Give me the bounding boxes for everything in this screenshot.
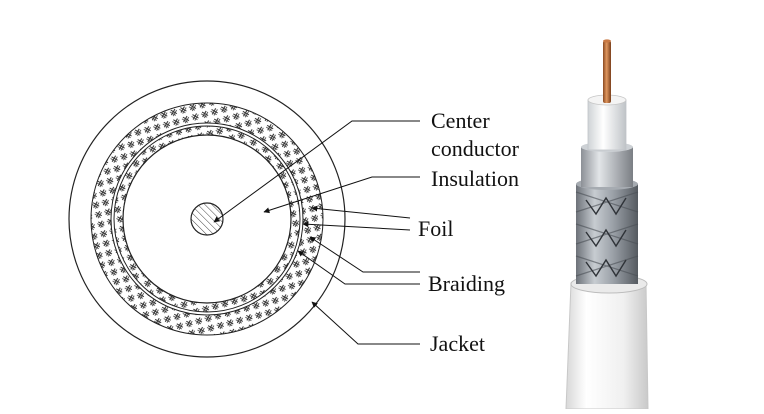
leader-braiding-2 [297, 250, 420, 285]
label-foil: Foil [418, 216, 454, 241]
label-center-conductor-line1: Center [431, 108, 490, 133]
leader-center-conductor [213, 120, 420, 223]
leader-braiding-1 [309, 236, 420, 273]
cable-insulation [587, 99, 627, 151]
cross-section [68, 80, 346, 358]
label-braiding: Braiding [428, 271, 505, 296]
label-center-conductor-line2: conductor [431, 136, 519, 161]
cable-illustration [565, 39, 649, 410]
leader-insulation [263, 176, 420, 214]
cable-foil [581, 147, 633, 187]
leader-jacket [311, 301, 420, 345]
center-conductor-disc [190, 202, 224, 236]
cable-center-conductor [603, 41, 611, 103]
leader-foil-1 [311, 205, 411, 219]
leader-lines [213, 120, 420, 345]
leader-foil-2 [302, 221, 411, 231]
cable-jacket [565, 277, 649, 410]
label-jacket: Jacket [430, 331, 485, 356]
label-insulation: Insulation [431, 166, 519, 191]
